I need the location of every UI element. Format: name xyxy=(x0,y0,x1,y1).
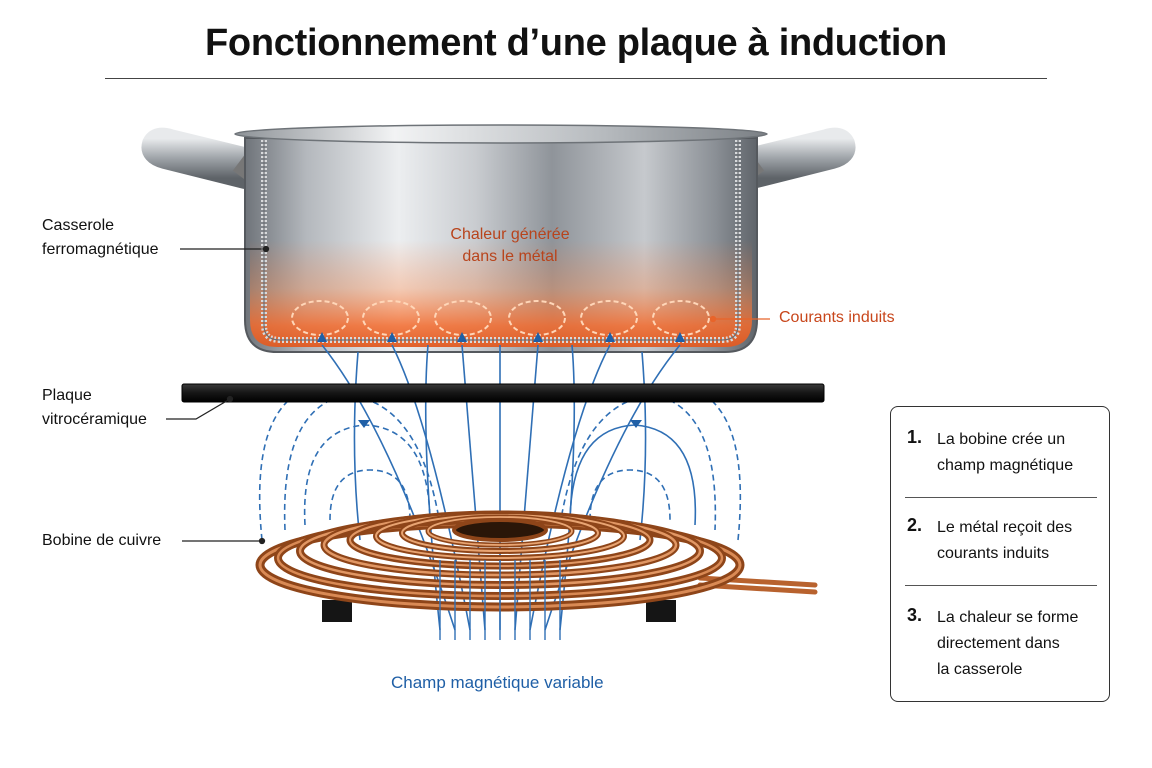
field-arrow-4 xyxy=(533,332,543,342)
field-arrow-2 xyxy=(387,332,397,342)
step-3-text: La chaleur se forme directement dans la … xyxy=(937,609,1079,678)
label-glass-line-1: Plaque xyxy=(42,387,92,404)
step-2-number: 2. xyxy=(907,515,923,535)
field-arrow-8 xyxy=(630,420,642,428)
step-3-number: 3. xyxy=(907,605,923,625)
page-title: Fonctionnement d’une plaque à induction xyxy=(205,22,947,64)
field-loop-left-inner xyxy=(329,469,411,521)
label-pot-line-2: ferromagnétique xyxy=(42,241,159,258)
label-coil: Bobine de cuivre xyxy=(42,532,162,549)
field-arrow-1 xyxy=(317,332,327,342)
field-line-11 xyxy=(639,351,647,541)
label-glass: Plaque vitrocéramique xyxy=(42,384,147,432)
label-heat: Chaleur générée dans le métal xyxy=(420,224,600,268)
label-pot: Casserole ferromagnétique xyxy=(42,214,159,262)
coil-foot-left xyxy=(322,600,352,622)
pot-handle-left xyxy=(141,127,263,189)
label-field: Champ magnétique variable xyxy=(391,673,604,692)
eddy-current-1 xyxy=(291,300,349,336)
field-arrow-3 xyxy=(457,332,467,342)
field-line-4 xyxy=(391,344,471,631)
field-loop-right-far xyxy=(699,391,742,541)
coil-center xyxy=(452,518,548,542)
pot-rim xyxy=(234,124,768,144)
field-arrow-6 xyxy=(675,332,685,342)
steps-panel: 1. La bobine crée un champ magnétique 2.… xyxy=(890,406,1110,702)
step-divider-2 xyxy=(905,585,1097,586)
field-loop-left-outer xyxy=(283,394,441,531)
coil-foot-right xyxy=(646,600,676,622)
label-heat-line-2: dans le métal xyxy=(462,248,558,265)
field-loop-left-far xyxy=(258,391,301,541)
field-arrow-7 xyxy=(358,420,370,428)
field-lines-front xyxy=(439,560,561,640)
leader-lines xyxy=(166,245,770,545)
field-loop-right-inner xyxy=(589,469,671,521)
label-glass-line-2: vitrocéramique xyxy=(42,411,147,428)
pot-handle-right xyxy=(734,127,856,189)
field-loop-right-outer xyxy=(559,394,717,531)
copper-coil xyxy=(255,510,818,622)
step-divider-1 xyxy=(905,497,1097,498)
leader-glass xyxy=(166,398,231,420)
field-line-5 xyxy=(529,344,611,631)
label-pot-line-1: Casserole xyxy=(42,217,115,234)
step-1-number: 1. xyxy=(907,427,923,447)
field-arrows xyxy=(317,332,685,428)
heat-glow xyxy=(250,240,752,347)
field-line-10 xyxy=(353,351,361,541)
field-arrow-5 xyxy=(605,332,615,342)
glass-ceramic-plate xyxy=(181,383,825,403)
label-heat-line-1: Chaleur générée xyxy=(450,226,570,243)
title-divider xyxy=(105,78,1047,79)
step-1-text: La bobine crée un champ magnétique xyxy=(937,431,1074,474)
label-currents: Courants induits xyxy=(779,309,895,326)
step-2-text: Le métal reçoit des courants induits xyxy=(937,519,1073,562)
